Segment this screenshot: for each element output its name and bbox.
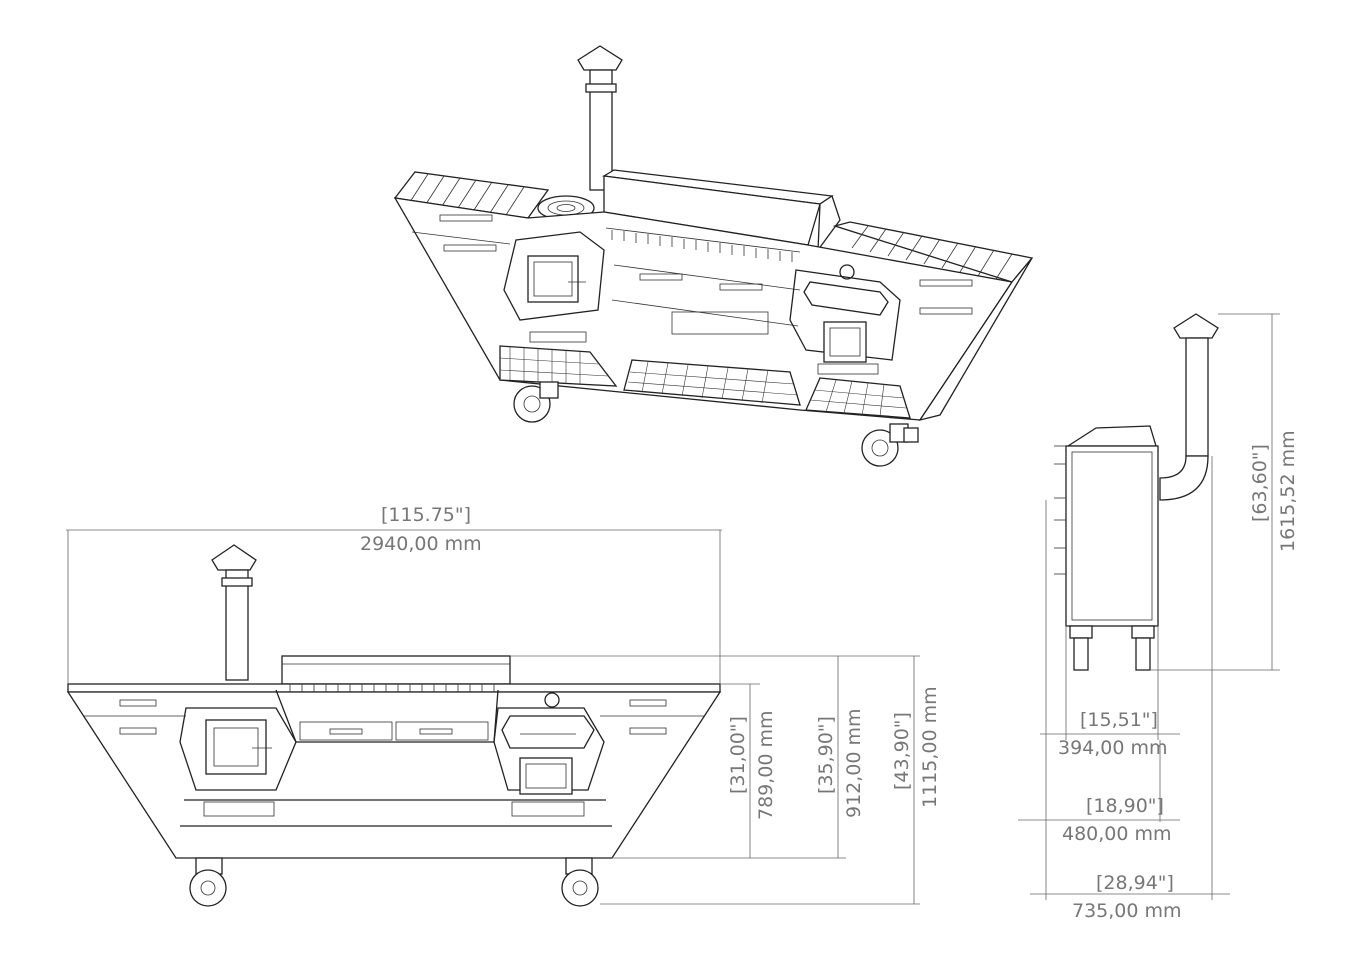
depth-body-mm: 394,00 mm [1058, 737, 1168, 759]
front-view [66, 544, 722, 907]
depth-body-inch: [15,51"] [1080, 709, 1158, 731]
depth-mid-mm: 480,00 mm [1062, 823, 1172, 845]
depth-total-mm: 735,00 mm [1072, 900, 1182, 922]
counter-height-inch: [31,00"] [727, 716, 749, 794]
depth-total-inch: [28,94"] [1096, 872, 1174, 894]
counter-height-mm: 789,00 mm [755, 710, 777, 820]
dimension-labels: [115.75"] 2940,00 mm [31,00"] 789,00 mm … [360, 430, 1299, 922]
isometric-view [393, 45, 1034, 467]
wheel-height-inch: [43,90"] [891, 712, 913, 790]
length-inch: [115.75"] [381, 504, 471, 526]
chimney-height-inch: [63,60"] [1249, 444, 1271, 522]
chimney-height-mm: 1615,52 mm [1277, 430, 1299, 552]
depth-mid-inch: [18,90"] [1086, 795, 1164, 817]
dimension-lines [66, 313, 1280, 905]
length-mm: 2940,00 mm [360, 533, 482, 555]
side-view [1054, 313, 1219, 671]
hood-height-inch: [35,90"] [815, 716, 837, 794]
wheel-height-mm: 1115,00 mm [919, 686, 941, 808]
hood-height-mm: 912,00 mm [843, 708, 865, 818]
